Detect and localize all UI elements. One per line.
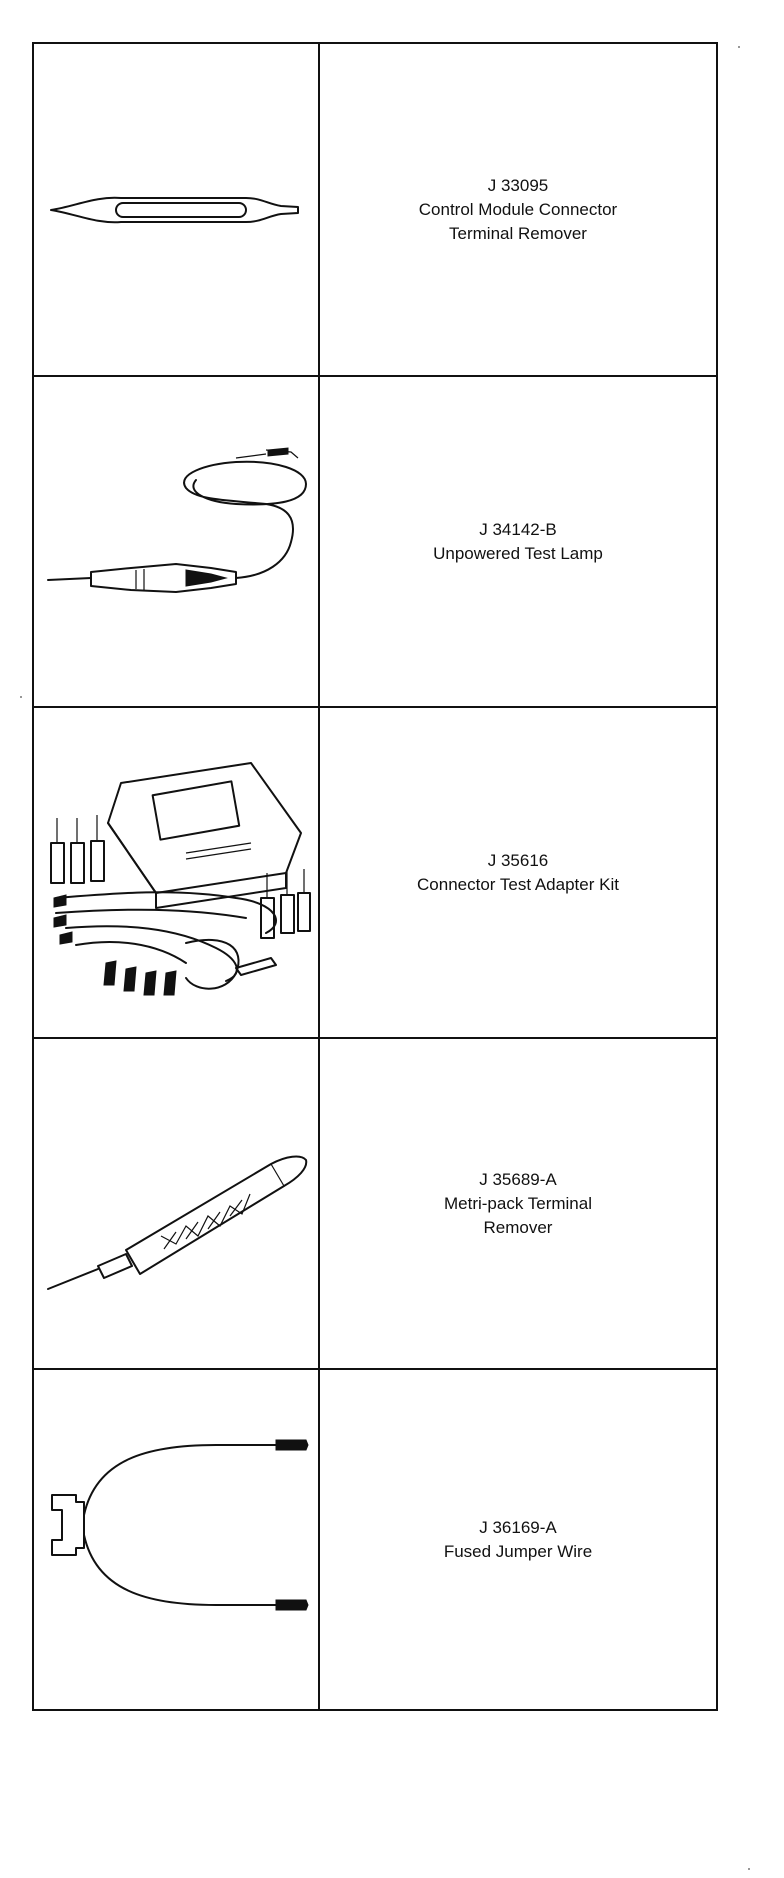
tool-row: J 35689-A Metri-pack Terminal Remover <box>34 1037 716 1368</box>
illustration-cell <box>34 1039 320 1368</box>
special-tools-table: J 33095 Control Module Connector Termina… <box>32 42 718 1711</box>
scan-speck <box>748 1868 750 1870</box>
tool-number: J 35616 <box>487 850 549 870</box>
tool-description: Unpowered Test Lamp <box>433 543 603 563</box>
tool-row: J 35616 Connector Test Adapter Kit <box>34 706 716 1037</box>
illustration-cell <box>34 1370 320 1709</box>
terminal-remover-icon <box>50 196 299 223</box>
tool-text-cell: J 33095 Control Module Connector Termina… <box>320 44 716 375</box>
illustration-cell <box>34 44 320 375</box>
test-lamp-icon <box>47 446 307 593</box>
tool-description: Fused Jumper Wire <box>443 1541 593 1561</box>
jumper-wire-icon <box>51 1439 309 1610</box>
scan-speck <box>738 46 740 48</box>
tool-number: J 33095 <box>487 175 549 195</box>
tool-number: J 35689-A <box>479 1169 557 1189</box>
tool-text-cell: J 35689-A Metri-pack Terminal Remover <box>320 1039 716 1368</box>
tool-description: Connector Test Adapter Kit <box>417 874 619 894</box>
illustration-cell <box>34 377 320 706</box>
tool-text-cell: J 36169-A Fused Jumper Wire <box>320 1370 716 1709</box>
tool-description: Metri-pack Terminal Remover <box>443 1193 592 1237</box>
tool-row: J 36169-A Fused Jumper Wire <box>34 1368 716 1709</box>
tool-row: J 34142-B Unpowered Test Lamp <box>34 375 716 706</box>
tool-number: J 34142-B <box>479 519 557 539</box>
tool-text-cell: J 34142-B Unpowered Test Lamp <box>320 377 716 706</box>
scan-speck <box>20 696 22 698</box>
tool-description: Control Module Connector Terminal Remove… <box>418 199 618 243</box>
metri-pack-remover-icon <box>47 1155 308 1290</box>
tool-row: J 33095 Control Module Connector Termina… <box>34 44 716 375</box>
illustration-cell <box>34 708 320 1037</box>
tool-text-cell: J 35616 Connector Test Adapter Kit <box>320 708 716 1037</box>
adapter-kit-icon <box>50 761 311 995</box>
tool-number: J 36169-A <box>479 1517 557 1537</box>
